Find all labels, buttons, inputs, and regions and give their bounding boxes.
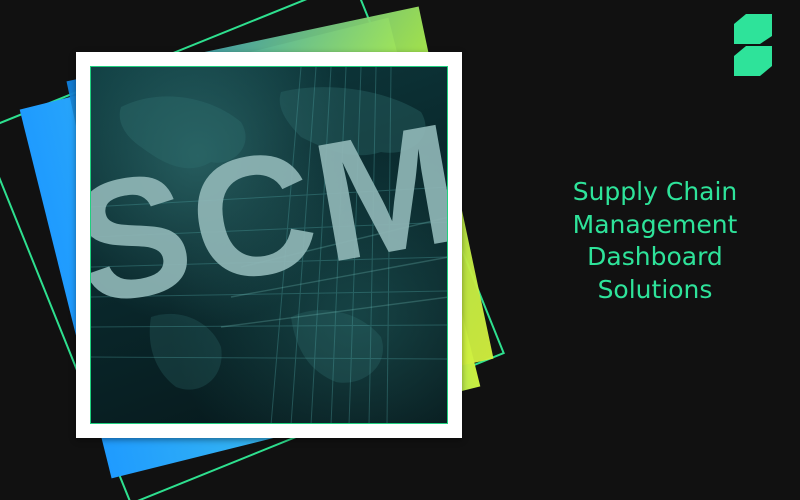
photo-card: SCM — [76, 52, 462, 438]
headline: Supply Chain Management Dashboard Soluti… — [540, 176, 770, 306]
headline-line-3: Dashboard — [587, 242, 723, 271]
scm-photo: SCM — [90, 66, 448, 424]
world-map-grid-graphic — [91, 67, 447, 423]
headline-line-4: Solutions — [597, 274, 713, 304]
brand-logo-icon — [734, 14, 772, 76]
headline-line-1: Supply Chain — [572, 177, 738, 206]
headline-line-2: Management — [572, 209, 738, 239]
